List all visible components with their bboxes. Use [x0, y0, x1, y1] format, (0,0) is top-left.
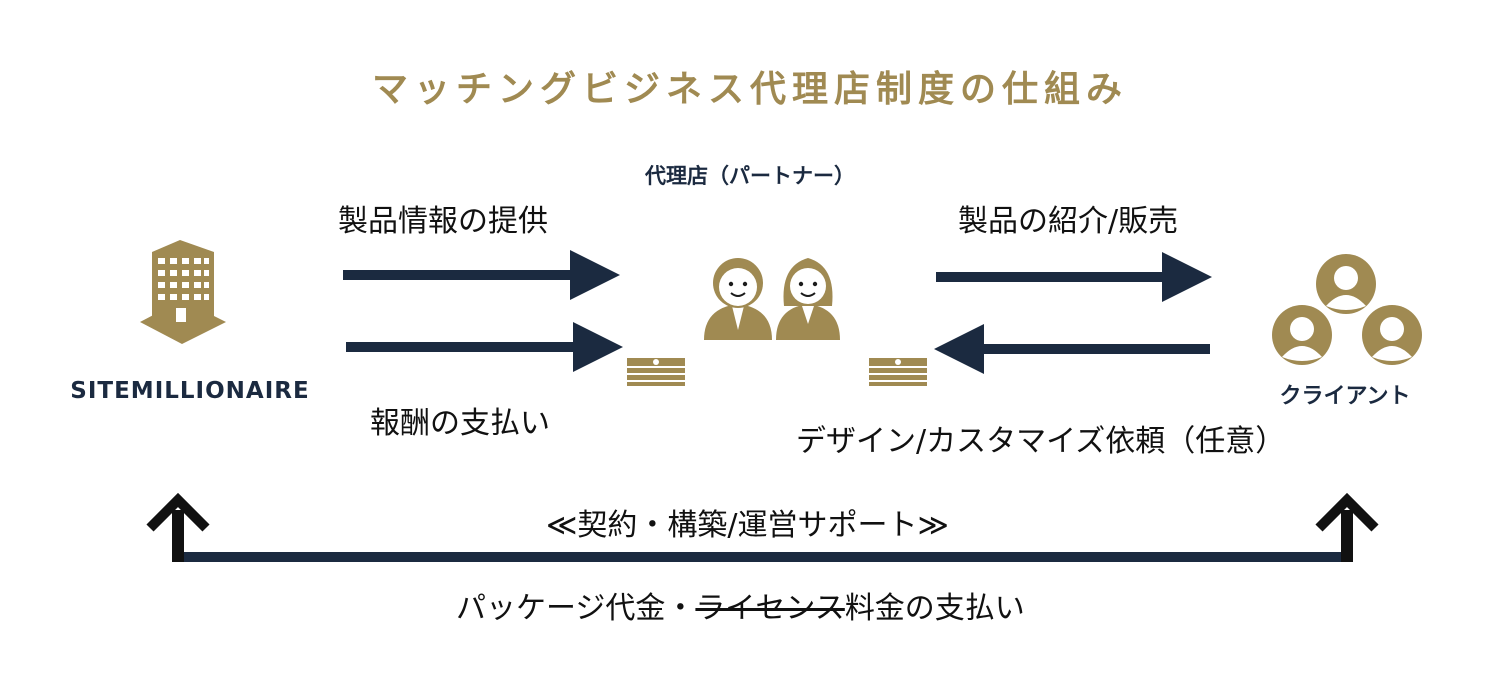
page-title: マッチングビジネス代理店制度の仕組み [371, 69, 1128, 110]
partners-icon [704, 258, 840, 340]
arrow-company-to-partner-top [343, 250, 620, 300]
flow-label-reward-payment: 報酬の支払い [370, 406, 550, 441]
flow-label-intro-sales: 製品の紹介/販売 [958, 204, 1179, 239]
license-payment-suffix: 料金の支払い [844, 591, 1025, 626]
company-label: SITEMILLIONAIRE [70, 378, 310, 404]
partner-label: 代理店（パートナー） [645, 164, 855, 188]
arrow-company-to-partner-bottom [346, 322, 623, 372]
arrow-partner-to-client [936, 252, 1212, 302]
arrow-up-left [146, 492, 210, 562]
flow-label-design-request: デザイン/カスタマイズ依頼（任意） [796, 424, 1286, 459]
client-group-icon [1272, 254, 1422, 365]
flow-label-license-payment: パッケージ代金・ライセンス料金の支払い [456, 583, 1025, 627]
money-icon [869, 358, 927, 386]
money-icon [627, 358, 685, 386]
license-payment-prefix: パッケージ代金・ [456, 591, 696, 626]
license-payment-struck: ライセンス [695, 591, 845, 626]
flow-label-support: ≪契約・構築/運営サポート≫ [546, 508, 949, 543]
client-label: クライアント [1279, 384, 1411, 409]
arrow-up-right [1315, 492, 1379, 562]
building-icon [140, 240, 226, 344]
payment-return-connector [175, 552, 1347, 562]
flow-label-product-info: 製品情報の提供 [338, 204, 548, 239]
arrow-client-to-partner [934, 324, 1210, 374]
